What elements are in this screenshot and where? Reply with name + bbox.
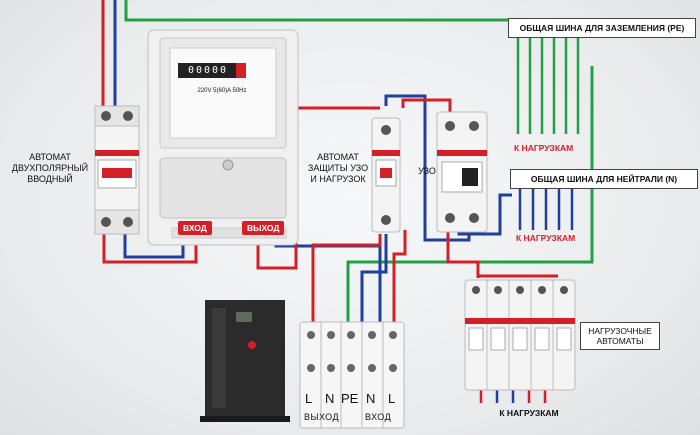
terminal-letter-5: L bbox=[388, 391, 396, 406]
ups-unit bbox=[200, 300, 290, 422]
pe-bus-label: ОБЩАЯ ШИНА ДЛЯ ЗАЗЕМЛЕНИЯ (PE) bbox=[508, 18, 696, 38]
terminal-letter-3: PE bbox=[341, 391, 359, 406]
rcd-protection-breaker bbox=[371, 117, 401, 233]
neutral-rcd bbox=[384, 94, 471, 242]
terminal-letter-1: L bbox=[305, 391, 313, 406]
meter-rating: 220V 5(60)A 50Hz bbox=[197, 88, 247, 94]
meter-out-tag: ВЫХОД bbox=[242, 221, 285, 235]
load-breakers-label: НАГРУЗОЧНЫЕ АВТОМАТЫ bbox=[580, 322, 660, 350]
main-breaker-label: АВТОМАТ ДВУХПОЛЯРНЫЙ ВВОДНЫЙ bbox=[11, 152, 89, 184]
rcd-device bbox=[436, 111, 488, 233]
n-bus-label: ОБЩАЯ ШИНА ДЛЯ НЕЙТРАЛИ (N) bbox=[510, 169, 698, 189]
n-bus-strands bbox=[518, 188, 574, 230]
to-loads-bottom-label: К НАГРУЗКАМ bbox=[499, 408, 559, 418]
meter-display: 00000 bbox=[187, 65, 229, 76]
terminal-out-caption: ВЫХОД bbox=[304, 412, 340, 422]
phase-rcd-loads bbox=[446, 226, 480, 278]
rcd-breaker-label: АВТОМАТ ЗАЩИТЫ УЗО И НАГРУЗОК bbox=[307, 152, 369, 184]
phase-breaker-meter bbox=[102, 232, 198, 264]
neutral-block-2 bbox=[360, 234, 388, 325]
to-loads-pe-label: К НАГРУЗКАМ bbox=[514, 143, 574, 153]
terminal-block bbox=[299, 321, 405, 429]
phase-meter-out bbox=[256, 106, 380, 270]
phase-block-2 bbox=[392, 230, 407, 325]
electricity-meter bbox=[147, 29, 299, 246]
phase-block bbox=[311, 234, 382, 325]
rcd-label: УЗО bbox=[418, 166, 436, 176]
terminal-letter-2: N bbox=[325, 391, 335, 406]
main-breaker bbox=[94, 105, 140, 235]
terminal-letter-4: N bbox=[366, 391, 376, 406]
load-breakers bbox=[464, 279, 576, 391]
terminal-in-caption: ВХОД bbox=[365, 412, 392, 422]
phase-rcd-in bbox=[401, 98, 452, 118]
to-loads-n-label: К НАГРУЗКАМ bbox=[516, 233, 576, 243]
earth-wire-top bbox=[124, 0, 522, 22]
pe-bus-strands bbox=[516, 26, 580, 134]
meter-in-tag: ВХОД bbox=[178, 221, 212, 235]
